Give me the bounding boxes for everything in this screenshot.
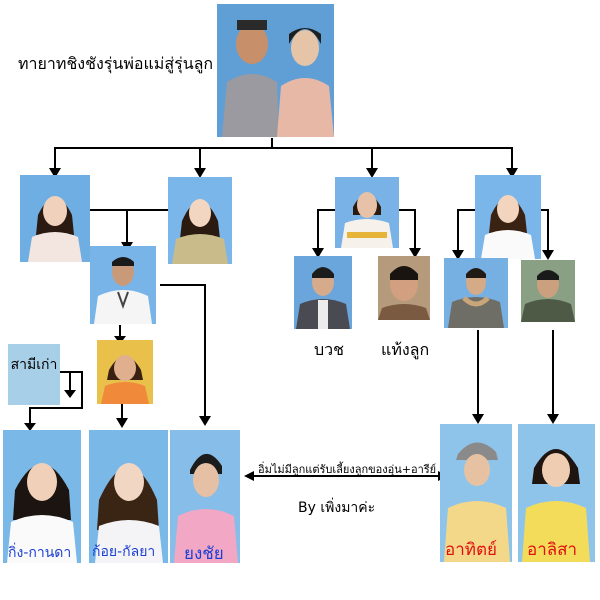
photo-alisa [518, 424, 595, 562]
woman-photo-left [20, 175, 90, 262]
byline: By เพิ่งมาค่ะ [298, 500, 376, 516]
label-athit: อาทิตย์ [445, 540, 497, 560]
label-buat: บวช [314, 340, 344, 359]
label-thaeng-luk: แท้งลูก [381, 340, 430, 359]
man-photo-buat [294, 256, 352, 329]
man-photo-center-left [90, 246, 156, 324]
ex-husband-label: สามีเก่า [8, 344, 60, 405]
adoption-note: อิ่มไม่มีลูกแต่รับเลี้ยงลูกของอุ่น+อารีย… [258, 463, 437, 476]
photo-koi-kanlaya [89, 430, 168, 563]
woman-photo-right [475, 175, 541, 259]
man-photo-right-1 [444, 258, 508, 328]
man-photo-right-2 [521, 260, 575, 322]
woman-photo-center [168, 177, 232, 264]
label-koi-kanlaya: ก้อย-กัลยา [92, 544, 156, 560]
label-yongchai: ยงชัย [184, 544, 224, 564]
parents-couple-photo [217, 4, 334, 137]
man-photo-thaeng [378, 256, 430, 320]
woman-photo-row4 [97, 340, 153, 404]
label-alisa: อาลิสา [527, 540, 578, 560]
woman-photo-mid-right [335, 177, 399, 248]
photo-yongchai [170, 430, 240, 563]
photo-athit [440, 424, 512, 562]
diagram-title: ทายาทชิงชังรุ่นพ่อแม่สู่รุ่นลูก [18, 54, 214, 73]
label-king-kanda: กิ่ง-กานดา [8, 545, 72, 561]
photo-king-kanda [3, 430, 81, 563]
